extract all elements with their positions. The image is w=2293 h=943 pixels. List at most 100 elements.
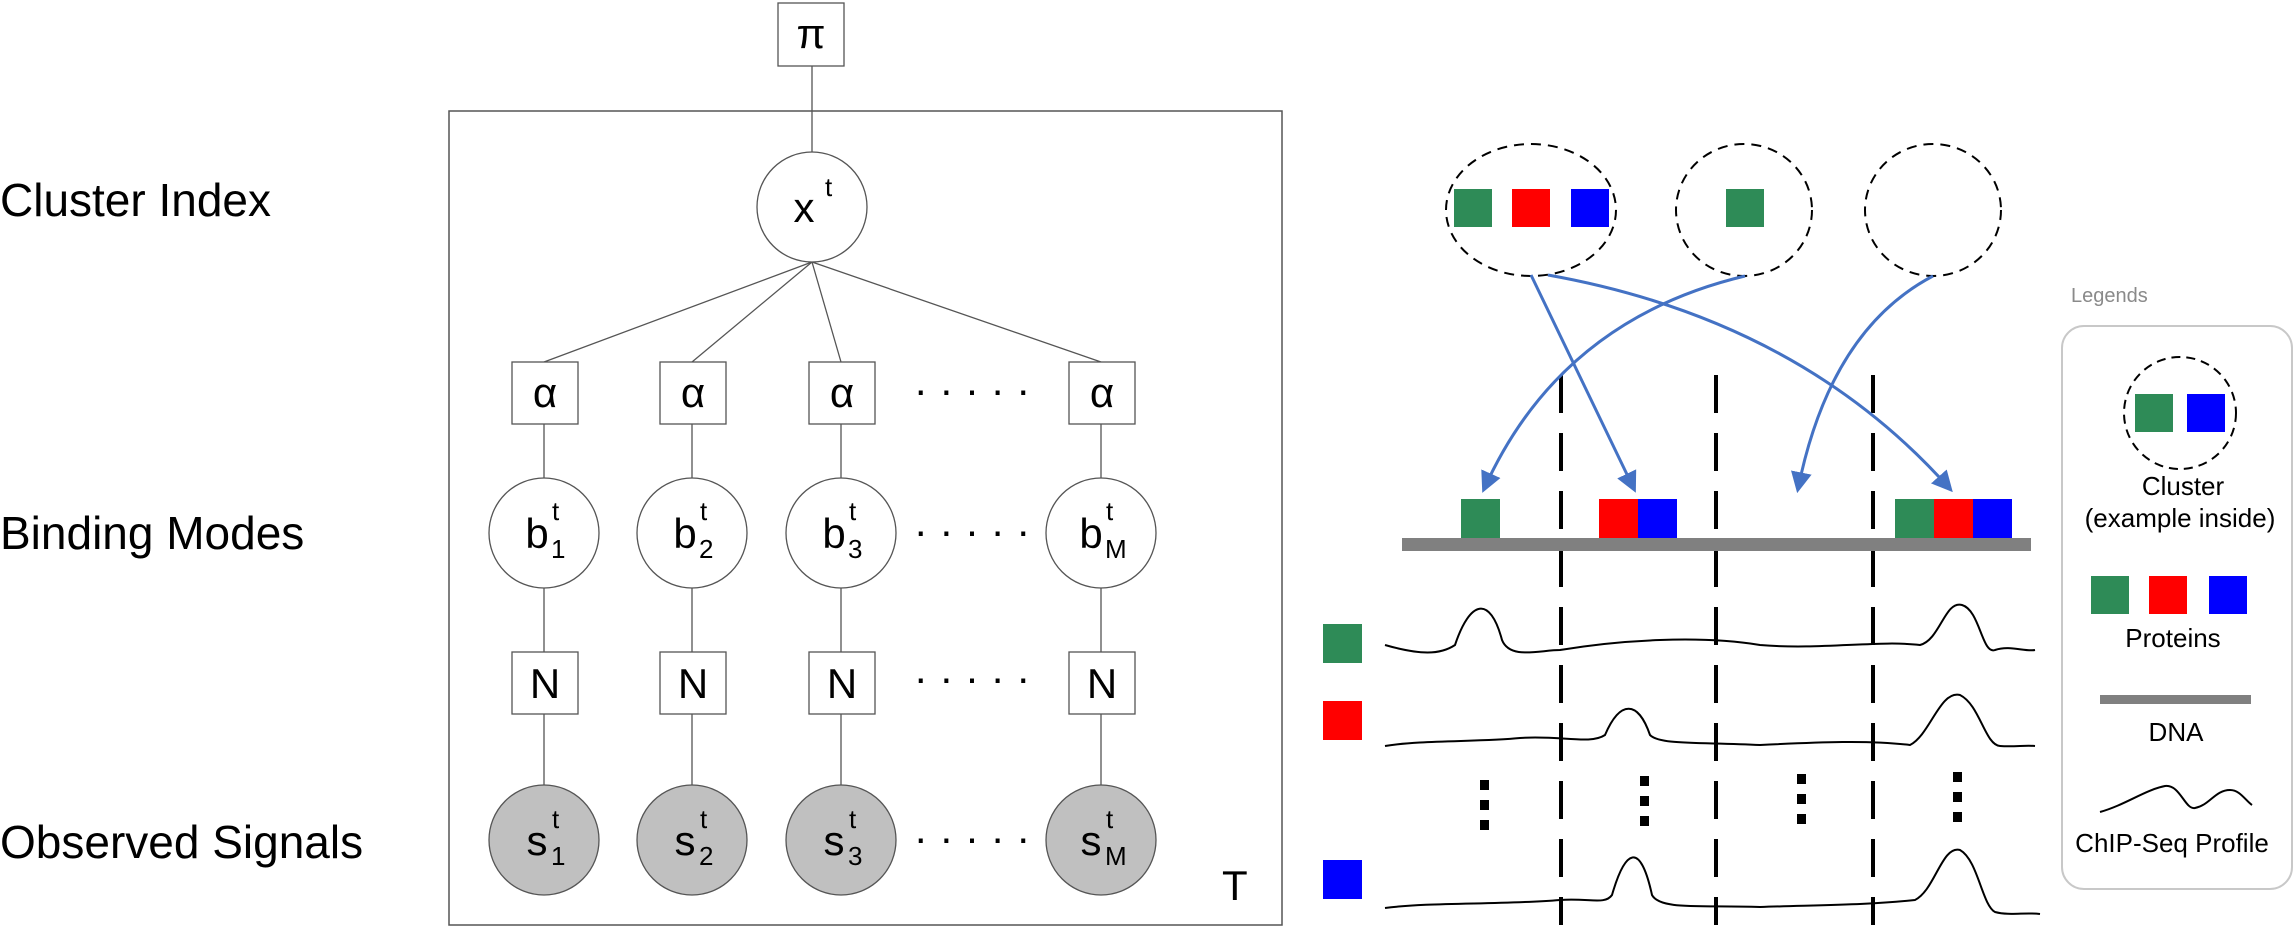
n-label-m: N	[1087, 660, 1117, 707]
alpha-nodes: α α α α · · · · ·	[511, 361, 1136, 425]
legend-cluster-green	[2135, 394, 2173, 432]
row-label-observed-signals: Observed Signals	[0, 816, 363, 868]
legend-protein-red	[2149, 576, 2187, 614]
signal-sub-m: M	[1105, 841, 1127, 871]
profile-blue	[1384, 848, 2041, 915]
legend-cluster-outline	[2123, 356, 2237, 470]
legend: Legends Cluster (example inside) Protein…	[2061, 285, 2293, 890]
bound-blue-4	[1973, 499, 2012, 538]
n-label-1: N	[530, 660, 560, 707]
profile-key-green	[1323, 624, 1362, 663]
row-label-cluster-index: Cluster Index	[0, 174, 271, 226]
signal-label-3: s	[824, 817, 845, 864]
bound-green-4	[1895, 499, 1934, 538]
binding-node-1	[488, 477, 600, 589]
legend-title: Legends	[2071, 285, 2148, 307]
cluster-index-node	[756, 151, 868, 263]
profile-green	[1384, 603, 2036, 654]
cluster-1-protein-blue	[1571, 189, 1609, 227]
alpha-label-m: α	[1090, 369, 1114, 416]
pi-node	[777, 2, 845, 67]
bound-red-2	[1599, 499, 1638, 538]
n-nodes: N N N N · · · · ·	[511, 651, 1136, 715]
signal-sup-2: t	[700, 804, 708, 834]
binding-node-2	[636, 477, 748, 589]
alpha-ellipsis: · · · · ·	[914, 366, 1031, 413]
binding-label-2: b	[673, 510, 696, 557]
binding-sup-2: t	[700, 496, 708, 526]
alpha-node-2	[659, 361, 727, 425]
arrow-cluster1-to-site2	[1529, 274, 1637, 493]
binding-sub-3: 3	[848, 534, 862, 564]
signal-sup-1: t	[552, 804, 560, 834]
legend-chip-icon	[2099, 784, 2253, 813]
legend-protein-blue	[2209, 576, 2247, 614]
cluster-index-sup: t	[825, 172, 833, 202]
n-ellipsis: · · · · ·	[914, 654, 1031, 701]
dna-strand	[1402, 538, 2031, 551]
bound-green-1	[1461, 499, 1500, 538]
pi-label: π	[797, 10, 826, 57]
n-label-3: N	[827, 660, 857, 707]
legend-cluster-label: Cluster	[2142, 471, 2225, 501]
signal-node-1	[488, 784, 600, 896]
observed-signal-nodes: s t 1 s t 2 s t 3 s t M · · · · ·	[488, 784, 1157, 896]
signal-node-m	[1045, 784, 1157, 896]
alpha-label-1: α	[533, 369, 557, 416]
cluster-1-outline	[1445, 143, 1617, 277]
alpha-label-2: α	[681, 369, 705, 416]
legend-dna-line	[2100, 695, 2251, 704]
binding-label-3: b	[822, 510, 845, 557]
plate-box	[448, 110, 1283, 926]
cluster-3-outline	[1864, 143, 2002, 277]
signal-label-m: s	[1081, 817, 1102, 864]
n-node-m	[1068, 651, 1136, 715]
legend-protein-green	[2091, 576, 2129, 614]
profile-vertical-ellipsis	[1480, 772, 1962, 830]
binding-sub-2: 2	[699, 534, 713, 564]
signal-node-2	[636, 784, 748, 896]
position-guides	[1559, 375, 1875, 925]
legend-chip-label: ChIP-Seq Profile	[2075, 828, 2269, 858]
signal-sup-3: t	[849, 804, 857, 834]
signal-node-3	[785, 784, 897, 896]
binding-label-m: b	[1079, 510, 1102, 557]
alpha-node-1	[511, 361, 579, 425]
n-node-1	[511, 651, 579, 715]
bound-red-4	[1934, 499, 1973, 538]
plate-label: T	[1222, 862, 1248, 909]
signal-sub-3: 3	[848, 841, 862, 871]
alpha-label-3: α	[830, 369, 854, 416]
profile-red	[1384, 693, 2036, 748]
signal-label-2: s	[675, 817, 696, 864]
signal-ellipsis: · · · · ·	[914, 814, 1031, 861]
binding-sub-1: 1	[551, 534, 565, 564]
signal-label-1: s	[527, 817, 548, 864]
row-label-binding-modes: Binding Modes	[0, 507, 304, 559]
legend-dna-label: DNA	[2149, 717, 2205, 747]
legend-proteins-label: Proteins	[2125, 623, 2220, 653]
assignment-arrows	[1481, 273, 1953, 494]
binding-node-m	[1045, 477, 1157, 589]
n-node-2	[659, 651, 727, 715]
bound-blue-2	[1638, 499, 1677, 538]
arrow-cluster3-to-site3	[1791, 274, 1934, 494]
cluster-index-label: x	[794, 184, 815, 231]
binding-mode-nodes: b t 1 b t 2 b t 3 b t M · · · · ·	[488, 477, 1157, 589]
arrow-cluster1-to-site4	[1547, 273, 1953, 493]
profile-key-blue	[1323, 860, 1362, 899]
binding-sup-m: t	[1106, 496, 1114, 526]
binding-sub-m: M	[1105, 534, 1127, 564]
binding-sup-1: t	[552, 496, 560, 526]
profile-key-red	[1323, 701, 1362, 740]
cluster-1-protein-green	[1454, 189, 1492, 227]
n-node-3	[808, 651, 876, 715]
signal-sub-1: 1	[551, 841, 565, 871]
binding-node-3	[785, 477, 897, 589]
bound-proteins	[1461, 499, 2012, 538]
cluster-1-protein-red	[1512, 189, 1550, 227]
legend-cluster-sublabel: (example inside)	[2085, 503, 2276, 533]
cluster-illustration	[1445, 143, 2002, 277]
alpha-node-m	[1068, 361, 1136, 425]
